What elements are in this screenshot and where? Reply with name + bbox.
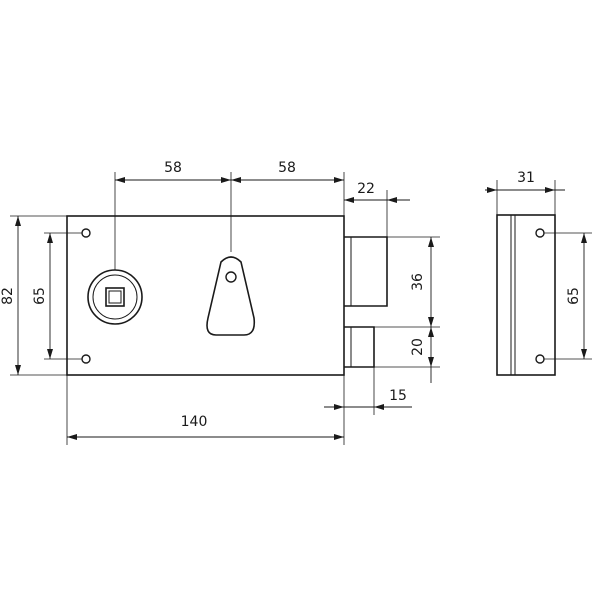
- dimension-labels: 58 58 22 140 15 31 82 65 36 20 65: [0, 160, 582, 430]
- dimension-lines: [15, 177, 587, 440]
- label-keeper-hole-spacing: 65: [566, 287, 582, 305]
- escutcheon-outline: [206, 256, 256, 336]
- rosette-inner: [92, 274, 138, 320]
- label-overall-width: 140: [181, 414, 208, 430]
- label-hole-spacing: 65: [32, 287, 48, 305]
- bottom-mounting-hole: [81, 354, 91, 364]
- keeper-outline: [496, 214, 556, 376]
- label-bolt-projection: 22: [357, 181, 375, 197]
- latch-outline: [344, 326, 375, 368]
- keeper-top-hole: [535, 228, 545, 238]
- deadbolt-outline: [344, 236, 388, 307]
- lock-body: [66, 215, 345, 376]
- label-latch-projection: 15: [389, 388, 407, 404]
- key-escutcheon: [206, 256, 256, 336]
- keeper-bottom-hole: [535, 354, 545, 364]
- label-latch-height: 20: [410, 338, 426, 356]
- label-overall-height: 82: [0, 287, 16, 305]
- latch: [344, 326, 375, 368]
- square-spindle-inner: [108, 290, 122, 304]
- rosette-outer: [87, 269, 143, 325]
- label-keeper-depth: 31: [517, 170, 535, 186]
- keyhole: [225, 271, 237, 283]
- deadbolt: [344, 236, 388, 307]
- label-key-spacing-left: 58: [164, 160, 182, 176]
- square-spindle-hole: [105, 287, 125, 307]
- top-mounting-hole: [81, 228, 91, 238]
- label-bolt-height: 36: [410, 273, 426, 291]
- spindle-rosette: [87, 269, 143, 325]
- keeper: [496, 214, 556, 376]
- extension-lines: [10, 172, 592, 445]
- label-key-spacing-right: 58: [278, 160, 296, 176]
- lock-case-outline: [66, 215, 345, 376]
